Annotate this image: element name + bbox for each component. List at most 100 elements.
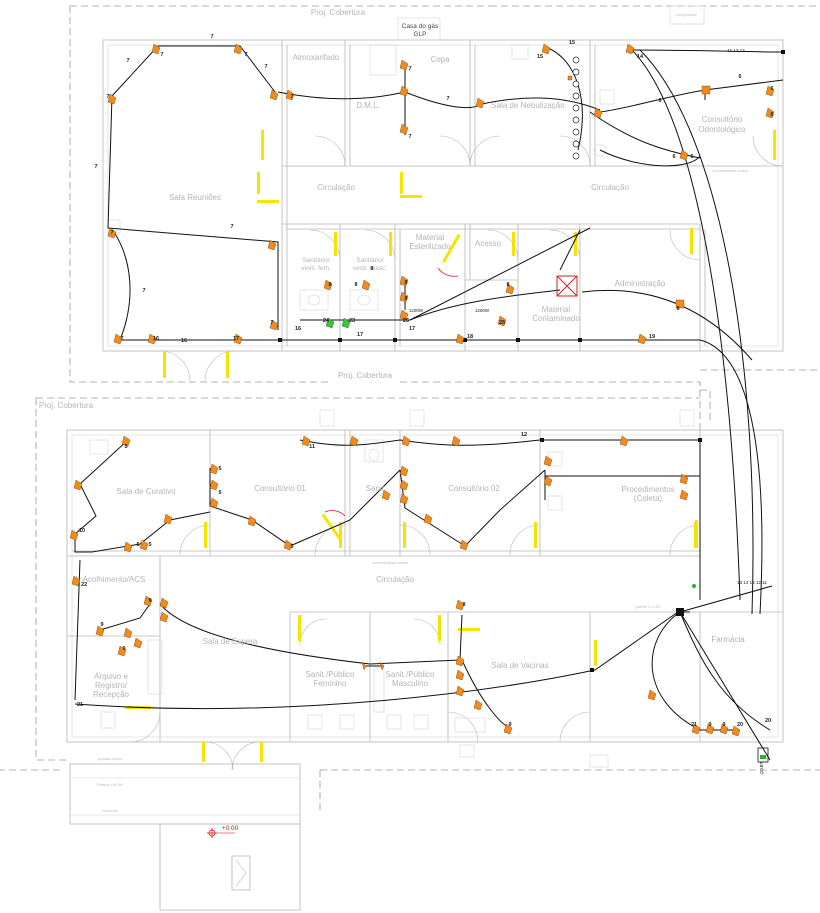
label-farmacia: Farmácia (711, 635, 745, 644)
label-material-contaminado-2: Contaminado (532, 314, 580, 323)
label-proj-cobertura-top: Proj. Cobertura (311, 8, 366, 17)
circuit-label: 24 (323, 318, 330, 324)
circuit-label: 8 (328, 282, 331, 288)
cover-projection-outline (0, 5, 820, 810)
circuit-label: 7 (210, 34, 213, 40)
circuit-bus-label: 13 14 13 12 11 (737, 580, 767, 585)
circuit-label: 6 (672, 154, 675, 160)
label-compressor: Compressor (675, 12, 697, 17)
label-circulacao-1: Circulação (317, 183, 355, 192)
circuit-label: 5 (290, 544, 293, 550)
label-sanitario-masc-2: vesti. masc. (353, 265, 388, 272)
circuit-label: 7 (270, 320, 273, 326)
circuit-label: 10 (79, 528, 85, 534)
circuit-label: 9 (708, 722, 711, 728)
circuit-label: 23 (349, 318, 355, 324)
circuit-label: 12 (521, 432, 527, 438)
circuit-label: 7 (264, 64, 267, 70)
circuit-label: 7 (290, 94, 293, 100)
label-sala-vacinas: Sala de Vacinas (491, 661, 548, 670)
circuit-label: 9 (462, 602, 465, 608)
circuit-label: 15 (569, 40, 575, 46)
circuit-label: 22 (81, 582, 87, 588)
label-sanit: Sanit. (366, 484, 386, 493)
circuit-label: 17 (409, 326, 415, 332)
equipment-column (572, 56, 580, 160)
label-glp: GLP (413, 31, 426, 38)
circuit-label: 15 (537, 54, 543, 60)
label-corrimao-barra-1: corrimão/bate-maca (372, 560, 408, 565)
lower-block-walls (66, 429, 784, 743)
label-procedimentos-1: Procedimentos (621, 485, 674, 494)
circuit-label: 9 (722, 722, 725, 728)
circuit-label: 6 (690, 154, 693, 160)
circuit-label: 26 (403, 318, 409, 324)
circuit-label: 25 (499, 320, 505, 326)
label-circulacao-3: Circulação (376, 575, 414, 584)
label-arquivo-3: Recepção (93, 690, 130, 699)
circuit-label: 6 (770, 86, 773, 92)
circuit-label: 6 (770, 112, 773, 118)
circuit-label: 21 (691, 722, 697, 728)
label-dml: D.M.L. (356, 101, 380, 110)
label-guarda-corpo: guarda-corpo (98, 756, 123, 761)
label-guiche: guichê h=1.00 (635, 604, 661, 609)
circuit-label: 20 (737, 722, 743, 728)
doors (129, 135, 784, 771)
label-consultorio-odonto-1: Consultório (702, 115, 743, 124)
power-label: 1200W (475, 308, 490, 313)
circuit-label: 7 (244, 52, 247, 58)
label-corrimao-barra-2: corrimão/bate-maca (712, 168, 748, 173)
label-material-contaminado-1: Material (542, 305, 571, 314)
circuit-label: 14 (637, 54, 644, 60)
light-fixtures (69, 43, 775, 737)
label-sala-curativo: Sala de Curativo (116, 487, 176, 496)
label-circulacao-2: Circulação (591, 183, 629, 192)
label-casa-gas: Casa do gás (402, 23, 439, 30)
label-rampa: Rampa i=8.3% (97, 782, 124, 787)
circuit-label: 16 (295, 326, 301, 332)
label-sanit-fem-1: Sanit./Público (306, 670, 355, 679)
circuit-label: 9 (148, 598, 151, 604)
circuit-label: 5 (148, 542, 151, 548)
circuit-label: 5 (136, 542, 139, 548)
label-acolhimento: Acolhimento/ACS (83, 575, 146, 584)
label-proj-cobertura-mid: Proj. Cobertura (338, 371, 393, 380)
label-material-esterilizado-2: Esterilizado (409, 242, 451, 251)
label-sanit-masc-1: Sanit./Público (386, 670, 435, 679)
circuit-label: 8 (370, 266, 373, 272)
circuit-label: 8 (404, 296, 407, 302)
label-almoxarifado: Almoxarifado (293, 53, 340, 62)
circuit-label: 20 (765, 718, 771, 724)
label-sanit-fem-2: Feminino (314, 679, 347, 688)
label-level: +0.00 (222, 825, 239, 832)
circuit-label: 7 (120, 336, 123, 342)
circuit-label: 17 (233, 336, 239, 342)
circuit-label: 7 (408, 66, 411, 72)
circuit-label: 8 (506, 282, 509, 288)
circuit-label: 7 (94, 164, 97, 170)
circuit-label: 7 (106, 94, 109, 100)
circuit-label: 9 (100, 622, 103, 628)
label-sanitario-fem-2: vesti. fem. (301, 265, 331, 272)
circuit-label: 6 (658, 98, 661, 104)
upper-block-walls (102, 39, 784, 352)
circuit-label: 5 (218, 490, 221, 496)
circuit-label: 8 (404, 280, 407, 286)
circuit-label: 16 (181, 338, 187, 344)
label-administracao: Administração (615, 279, 666, 288)
circuit-label: 7 (446, 96, 449, 102)
label-arquivo-2: Registro/ (95, 681, 128, 690)
qgbt-label: QGBT (759, 761, 764, 774)
label-consultorio-01: Consultório 01 (254, 484, 306, 493)
label-copa: Copa (430, 55, 450, 64)
label-material-esterilizado-1: Material (416, 233, 445, 242)
label-consultorio-odonto-2: Odontológico (698, 125, 746, 134)
circuit-label: 5 (218, 466, 221, 472)
room-labels: Proj. Cobertura Proj. Cobertura Proj. Co… (39, 8, 749, 832)
label-sanitario-masc-1: Sanitário/ (356, 257, 384, 264)
circuit-label: 7 (230, 224, 233, 230)
circuit-label: 18 (467, 334, 473, 340)
circuit-labels: 7 7 7 7 7 7 7 7 7 7 7 7 7 7 7 7 15 15 14… (77, 34, 774, 774)
door-leaves (125, 130, 776, 762)
